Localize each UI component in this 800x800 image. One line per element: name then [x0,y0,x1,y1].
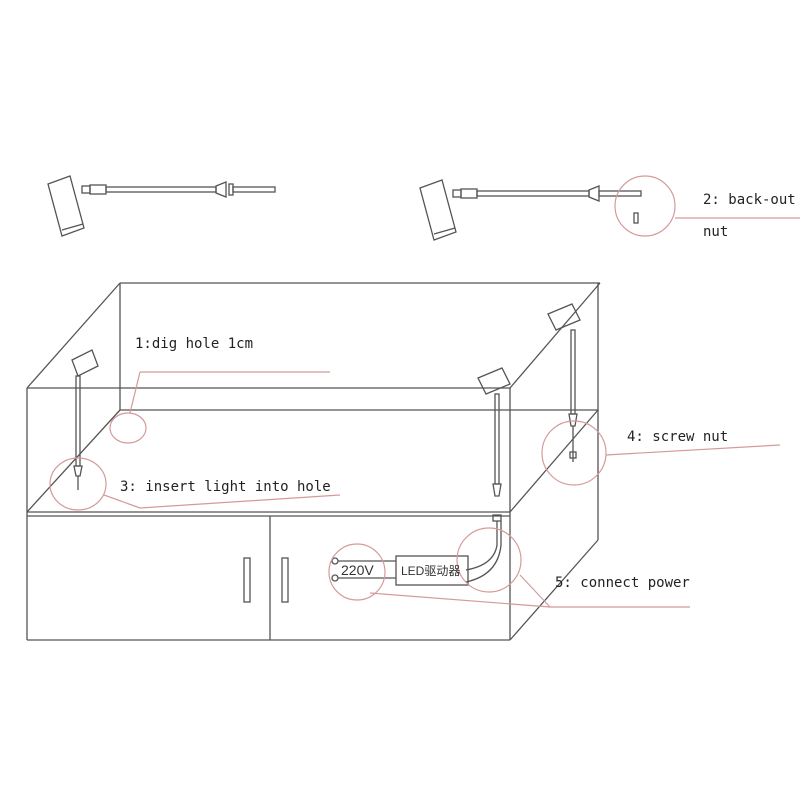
voltage-label: 220V [341,562,374,578]
annotations [49,175,800,608]
step-5-label: 5: connect power [555,575,690,591]
step-1-label: 1:dig hole 1cm [135,336,253,352]
step-2-label-line2: nut [703,224,728,240]
lamp-illustration-1 [47,175,276,237]
lamp-left [71,349,99,490]
led-driver-label: LED驱动器 [401,564,460,578]
step-3-label: 3: insert light into hole [120,479,331,495]
step-2-label: 2: back-out [703,192,796,208]
step-4-label: 4: screw nut [627,429,728,445]
lamp-right [547,303,581,462]
showcase-cabinet [26,282,601,641]
lamp-illustration-2 [419,179,642,241]
power-wiring [331,555,469,586]
lamp-middle [465,367,511,583]
